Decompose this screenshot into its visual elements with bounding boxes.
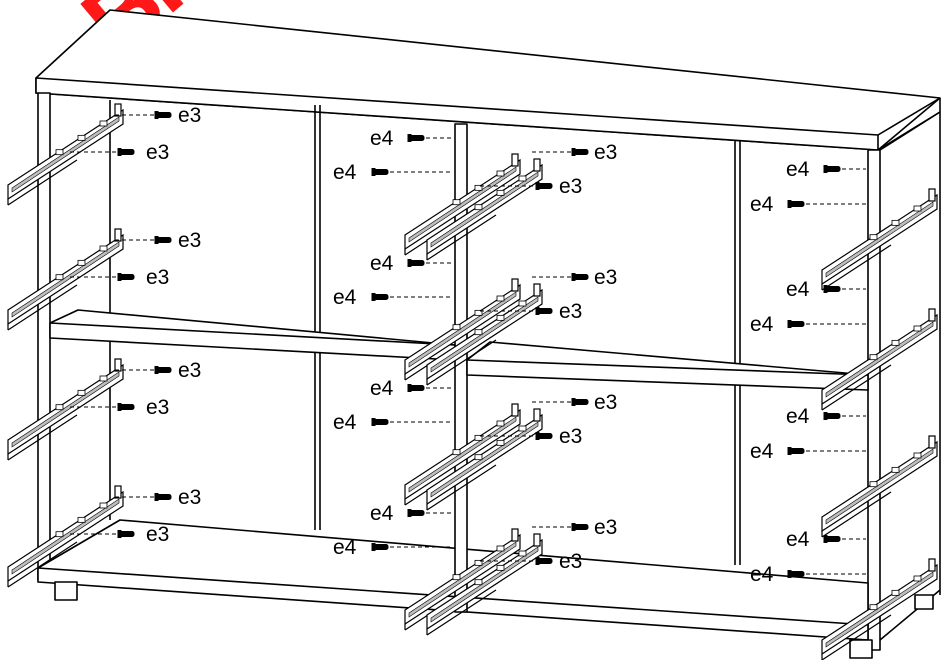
foot-left [54, 581, 78, 601]
screw-e3-icon [571, 398, 589, 406]
label-e3: e3 [594, 391, 618, 414]
drawer-rail-left-1 [7, 103, 124, 206]
label-e3: e3 [178, 486, 202, 509]
screw-e3-icon [117, 403, 135, 411]
screw-e4-icon [823, 535, 841, 543]
label-e3: e3 [559, 550, 583, 573]
label-e3: e3 [594, 516, 618, 539]
label-e3: e3 [559, 175, 583, 198]
label-e4: e4 [370, 252, 394, 275]
right-side-panel [867, 149, 881, 651]
screw-e4-icon [823, 165, 841, 173]
screw-e4-icon [407, 509, 425, 517]
label-e4: e4 [750, 313, 774, 336]
screw-e4-icon [787, 200, 805, 208]
screw-e4-icon [407, 134, 425, 142]
screw-e4-icon [371, 543, 389, 551]
screw-e4-icon [407, 384, 425, 392]
label-e4: e4 [333, 536, 357, 559]
foot-rear [914, 594, 934, 610]
drawer-rail-mid-b-3 [426, 408, 543, 511]
label-e3: e3 [146, 523, 170, 546]
screw-e4-icon [823, 285, 841, 293]
drawer-rail-mid-b-1 [426, 158, 543, 261]
top-panel [35, 9, 941, 151]
label-e4: e4 [333, 411, 357, 434]
label-e3: e3 [146, 141, 170, 164]
drawer-rail-left-2 [7, 228, 124, 331]
label-e4: e4 [786, 528, 810, 551]
screw-e4-icon [371, 293, 389, 301]
label-e3: e3 [178, 229, 202, 252]
screw-e3-icon [117, 273, 135, 281]
label-e4: e4 [786, 158, 810, 181]
drawer-rail-right-4 [821, 558, 938, 660]
drawer-rail-right-1 [821, 188, 938, 291]
screw-e4-icon [823, 412, 841, 420]
screw-e3-icon [535, 182, 553, 190]
drawer-rail-right-3 [821, 435, 938, 538]
label-e4: e4 [750, 193, 774, 216]
screw-e3-icon [154, 236, 172, 244]
screw-e3-icon [117, 148, 135, 156]
screw-e4-icon [371, 168, 389, 176]
foot-right [849, 639, 873, 659]
screw-e4-icon [787, 320, 805, 328]
label-e4: e4 [370, 127, 394, 150]
drawer-rail-left-4 [7, 485, 124, 588]
screw-e3-icon [571, 148, 589, 156]
screw-e3-icon [154, 366, 172, 374]
label-e4: e4 [333, 286, 357, 309]
label-e3: e3 [178, 359, 202, 382]
label-e4: e4 [786, 278, 810, 301]
screw-e3-icon [154, 111, 172, 119]
label-e3: e3 [559, 425, 583, 448]
screw-e3-icon [154, 493, 172, 501]
label-e4: e4 [333, 161, 357, 184]
label-e3: e3 [178, 104, 202, 127]
label-e3: e3 [559, 300, 583, 323]
label-e3: e3 [594, 141, 618, 164]
label-e3: e3 [594, 266, 618, 289]
screw-e3-icon [117, 530, 135, 538]
label-e3: e3 [146, 266, 170, 289]
screw-e4-icon [407, 259, 425, 267]
label-e4: e4 [370, 502, 394, 525]
drawer-rail-mid-b-4 [426, 533, 543, 636]
screw-e3-icon [571, 523, 589, 531]
drawer-rail-left-3 [7, 358, 124, 461]
label-e4: e4 [370, 377, 394, 400]
label-e4: e4 [750, 440, 774, 463]
label-e4: e4 [786, 405, 810, 428]
screw-e3-icon [535, 557, 553, 565]
drawer-rail-mid-b-2 [426, 283, 543, 386]
screw-e3-icon [535, 432, 553, 440]
screw-e4-icon [787, 570, 805, 578]
screw-e3-icon [571, 273, 589, 281]
label-e4: e4 [750, 563, 774, 586]
label-e3: e3 [146, 396, 170, 419]
drawer-rail-right-2 [821, 308, 938, 411]
screw-e4-icon [787, 447, 805, 455]
screw-e3-icon [535, 307, 553, 315]
shelf-right [466, 341, 869, 391]
screw-e4-icon [371, 418, 389, 426]
